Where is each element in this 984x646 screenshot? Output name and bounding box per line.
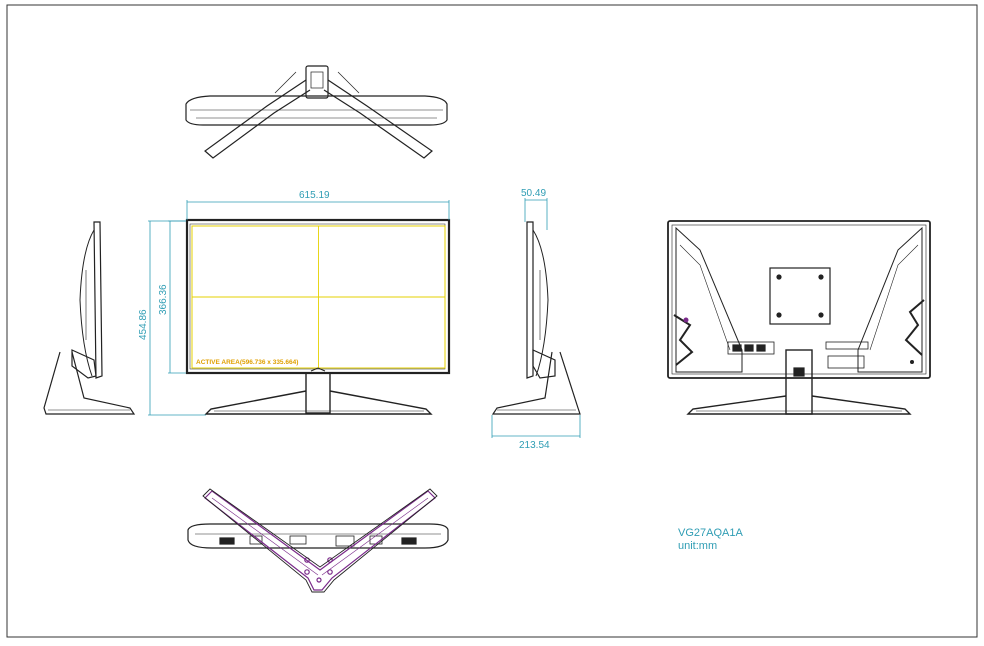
- side-dimensions: [491, 198, 581, 438]
- bottom-stand-legs: [204, 490, 436, 591]
- left-side-view: [43, 221, 136, 415]
- height-total-dimension: 454.86: [138, 309, 149, 340]
- top-view: [185, 65, 448, 159]
- back-view: [667, 220, 931, 415]
- bottom-view: [187, 523, 449, 549]
- unit-label: unit:mm: [678, 540, 717, 552]
- vesa-mount: [769, 267, 831, 325]
- depth-top-dimension: 50.49: [521, 188, 546, 199]
- right-side-view: [491, 221, 581, 415]
- kensington-lock-icon: [910, 360, 914, 364]
- model-name: VG27AQA1A: [678, 527, 743, 539]
- depth-base-dimension: 213.54: [519, 440, 550, 451]
- sheet-border: [6, 4, 978, 638]
- bottom-stand-outline: [202, 488, 438, 593]
- width-dimension: 615.19: [299, 190, 330, 201]
- front-dimensions: [148, 200, 450, 416]
- active-area-label: ACTIVE AREA(596.736 x 335.664): [196, 359, 298, 366]
- height-panel-dimension: 366.36: [158, 284, 169, 315]
- power-indicator-icon: [683, 317, 689, 323]
- front-view: ACTIVE AREA(596.736 x 335.664): [185, 218, 451, 415]
